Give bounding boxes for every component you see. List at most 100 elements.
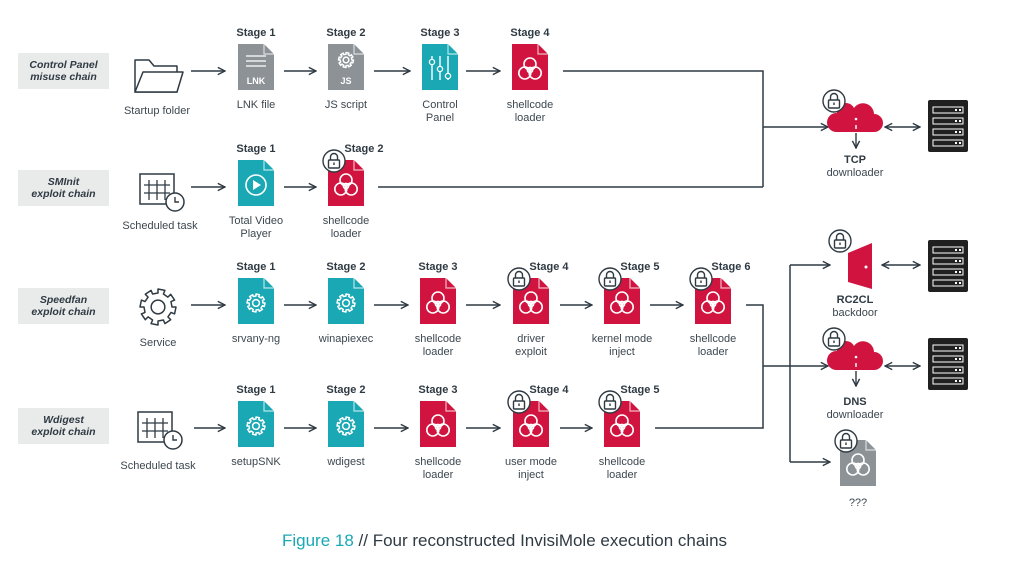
node-label: shellcode	[323, 215, 369, 227]
file-fold	[263, 401, 274, 412]
node-label: shellcode	[599, 456, 645, 468]
gear-file-icon	[328, 401, 364, 447]
stage-label: Stage 5	[620, 261, 659, 273]
node-label: JS script	[325, 99, 367, 111]
gear-hole	[150, 299, 166, 315]
file-fold	[445, 401, 456, 412]
chain-label-text: Control Panel misuse chain	[29, 59, 98, 83]
gear-symbol	[336, 416, 356, 436]
file-fold	[353, 44, 364, 55]
door-knob	[864, 265, 868, 269]
file-badge: JS	[340, 76, 351, 86]
gear-hole	[341, 421, 351, 431]
door-shape	[848, 243, 872, 289]
file-fold	[537, 44, 548, 55]
gear-hole	[342, 56, 350, 64]
file-body	[328, 401, 364, 447]
stage-label: Stage 6	[711, 261, 750, 273]
file-fold	[865, 440, 876, 451]
node-label: LNK file	[237, 99, 276, 111]
figure-title: // Four reconstructed InvisiMole executi…	[353, 531, 728, 550]
js-file-icon: JS	[328, 44, 364, 90]
biohazard-symbol	[517, 57, 543, 80]
stage-label: Stage 4	[529, 384, 569, 396]
biohazard-file-icon	[420, 401, 456, 447]
node-label: shellcode	[415, 456, 461, 468]
node-label: loader	[331, 228, 362, 240]
node-label: wdigest	[326, 456, 364, 468]
node-sched_task_2: Scheduled task	[120, 411, 196, 472]
node-label: srvany-ng	[232, 333, 280, 345]
node-label: shellcode	[415, 333, 461, 345]
chain-label-control-panel: Control Panel misuse chain	[18, 53, 109, 89]
node-label: Control	[422, 99, 457, 111]
lock-icon	[507, 267, 531, 291]
server-icon	[928, 338, 968, 390]
gear-symbol	[246, 416, 266, 436]
node-label: user mode	[505, 456, 557, 468]
file-body	[238, 401, 274, 447]
file-body	[238, 278, 274, 324]
file-badge: LNK	[247, 76, 266, 86]
lock-icon	[828, 229, 852, 253]
file-fold	[263, 44, 274, 55]
gear-symbol	[336, 293, 356, 313]
node-wdigest: Stage 2 wdigest	[326, 384, 365, 468]
node-label: loader	[515, 112, 546, 124]
file-fold	[629, 401, 640, 412]
payload-type: downloader	[827, 409, 884, 421]
chain-label-text: Speedfan exploit chain	[31, 294, 96, 318]
lock-icon	[322, 149, 346, 173]
lock-icon	[689, 267, 713, 291]
stage-label: Stage 1	[236, 384, 275, 396]
file-body	[328, 278, 364, 324]
file-fold	[445, 278, 456, 289]
stage-label: Stage 1	[236, 27, 275, 39]
biohazard-symbol	[845, 453, 871, 476]
cloud-dot	[854, 117, 858, 121]
biohazard-symbol	[425, 414, 451, 437]
gear-hole	[251, 421, 261, 431]
lock-icon	[822, 89, 846, 113]
chain-label-speedfan: Speedfan exploit chain	[18, 288, 109, 324]
file-fold	[353, 278, 364, 289]
node-label: Scheduled task	[120, 460, 196, 472]
node-sched_task_1: Scheduled task	[122, 173, 198, 232]
file-fold	[263, 160, 274, 171]
chain-label-sminit: SMInit exploit chain	[18, 170, 109, 206]
node-label: Panel	[426, 112, 454, 124]
file-fold	[720, 278, 731, 289]
stage-label: Stage 1	[236, 143, 275, 155]
file-fold	[353, 401, 364, 412]
file-fold	[447, 44, 458, 55]
lock-icon	[507, 390, 531, 414]
stage-label: Stage 4	[510, 27, 550, 39]
biohazard-file-icon	[420, 278, 456, 324]
node-label: loader	[423, 346, 454, 358]
node-lnk_file: LNK Stage 1 LNK file	[236, 27, 275, 111]
flow-connector	[563, 70, 764, 187]
file-fold	[538, 401, 549, 412]
node-label: loader	[423, 469, 454, 481]
stage-label: Stage 2	[326, 384, 365, 396]
cloud-dot	[854, 355, 858, 359]
server-icon	[928, 100, 968, 152]
file-fold	[538, 278, 549, 289]
payload-name: ???	[849, 497, 867, 509]
gear-file-icon	[238, 401, 274, 447]
file-fold	[263, 278, 274, 289]
biohazard-file-icon	[512, 44, 548, 90]
server-icon	[928, 240, 968, 292]
biohazard-symbol	[425, 291, 451, 314]
lock-icon	[598, 390, 622, 414]
